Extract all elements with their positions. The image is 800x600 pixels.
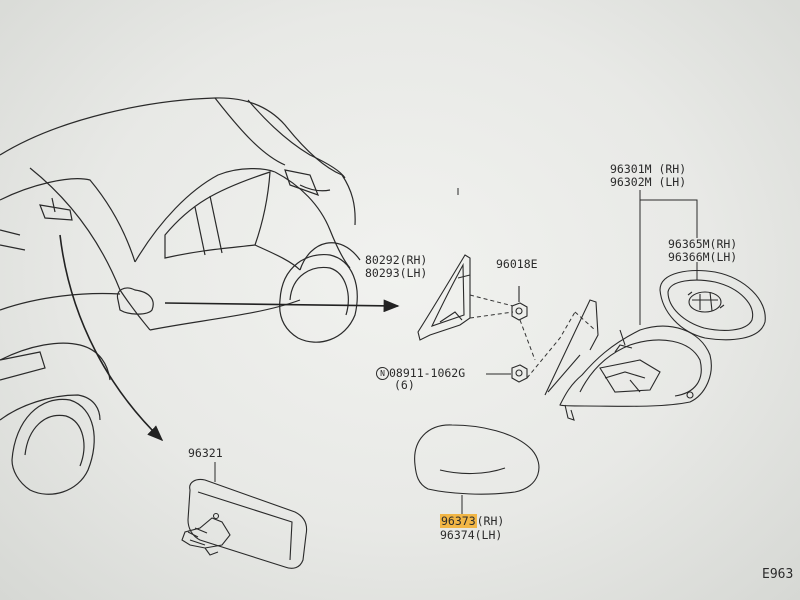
arrow-to-door-mirror (164, 299, 400, 313)
corner-finisher-part (417, 254, 471, 341)
label-nut-qty: (6) (394, 378, 415, 392)
page-code: E963 (762, 567, 794, 582)
dashed-guides (469, 294, 596, 379)
label-nut-code: 08911-1062G (389, 366, 466, 380)
label-corner-finisher-rh: 80292(RH) (365, 253, 428, 267)
label-inside-mirror: 96321 (188, 446, 223, 460)
callout-arrows (59, 234, 400, 442)
label-cover-lh: 96374(LH) (440, 528, 503, 542)
cap-nut-part (511, 286, 528, 321)
label-mirror-assy-rh: 96301M (RH) (610, 162, 687, 176)
nut-part (486, 364, 528, 383)
nut-marker-circle: N (376, 367, 389, 380)
highlighted-part-number: 96373 (440, 514, 477, 528)
label-mirror-assy-lh: 96302M (LH) (610, 175, 687, 189)
leader-lines (214, 188, 698, 516)
label-mirror-glass-rh: 96365M(RH) (668, 237, 738, 251)
label-corner-finisher-lh: 80293(LH) (365, 266, 428, 280)
mirror-cover-part (414, 424, 540, 495)
door-mirror-assembly (544, 299, 712, 421)
mirror-glass-part (659, 270, 766, 341)
arrow-to-inside-mirror (59, 234, 164, 442)
label-cover-rh-suffix: (RH) (476, 514, 505, 528)
inside-mirror-part (181, 478, 308, 569)
label-cap-nut: 96018E (496, 257, 538, 271)
label-mirror-glass-lh: 96366M(LH) (668, 250, 738, 264)
car-body-outline (0, 97, 361, 495)
label-cover-rh: 96373(RH) (440, 514, 505, 528)
